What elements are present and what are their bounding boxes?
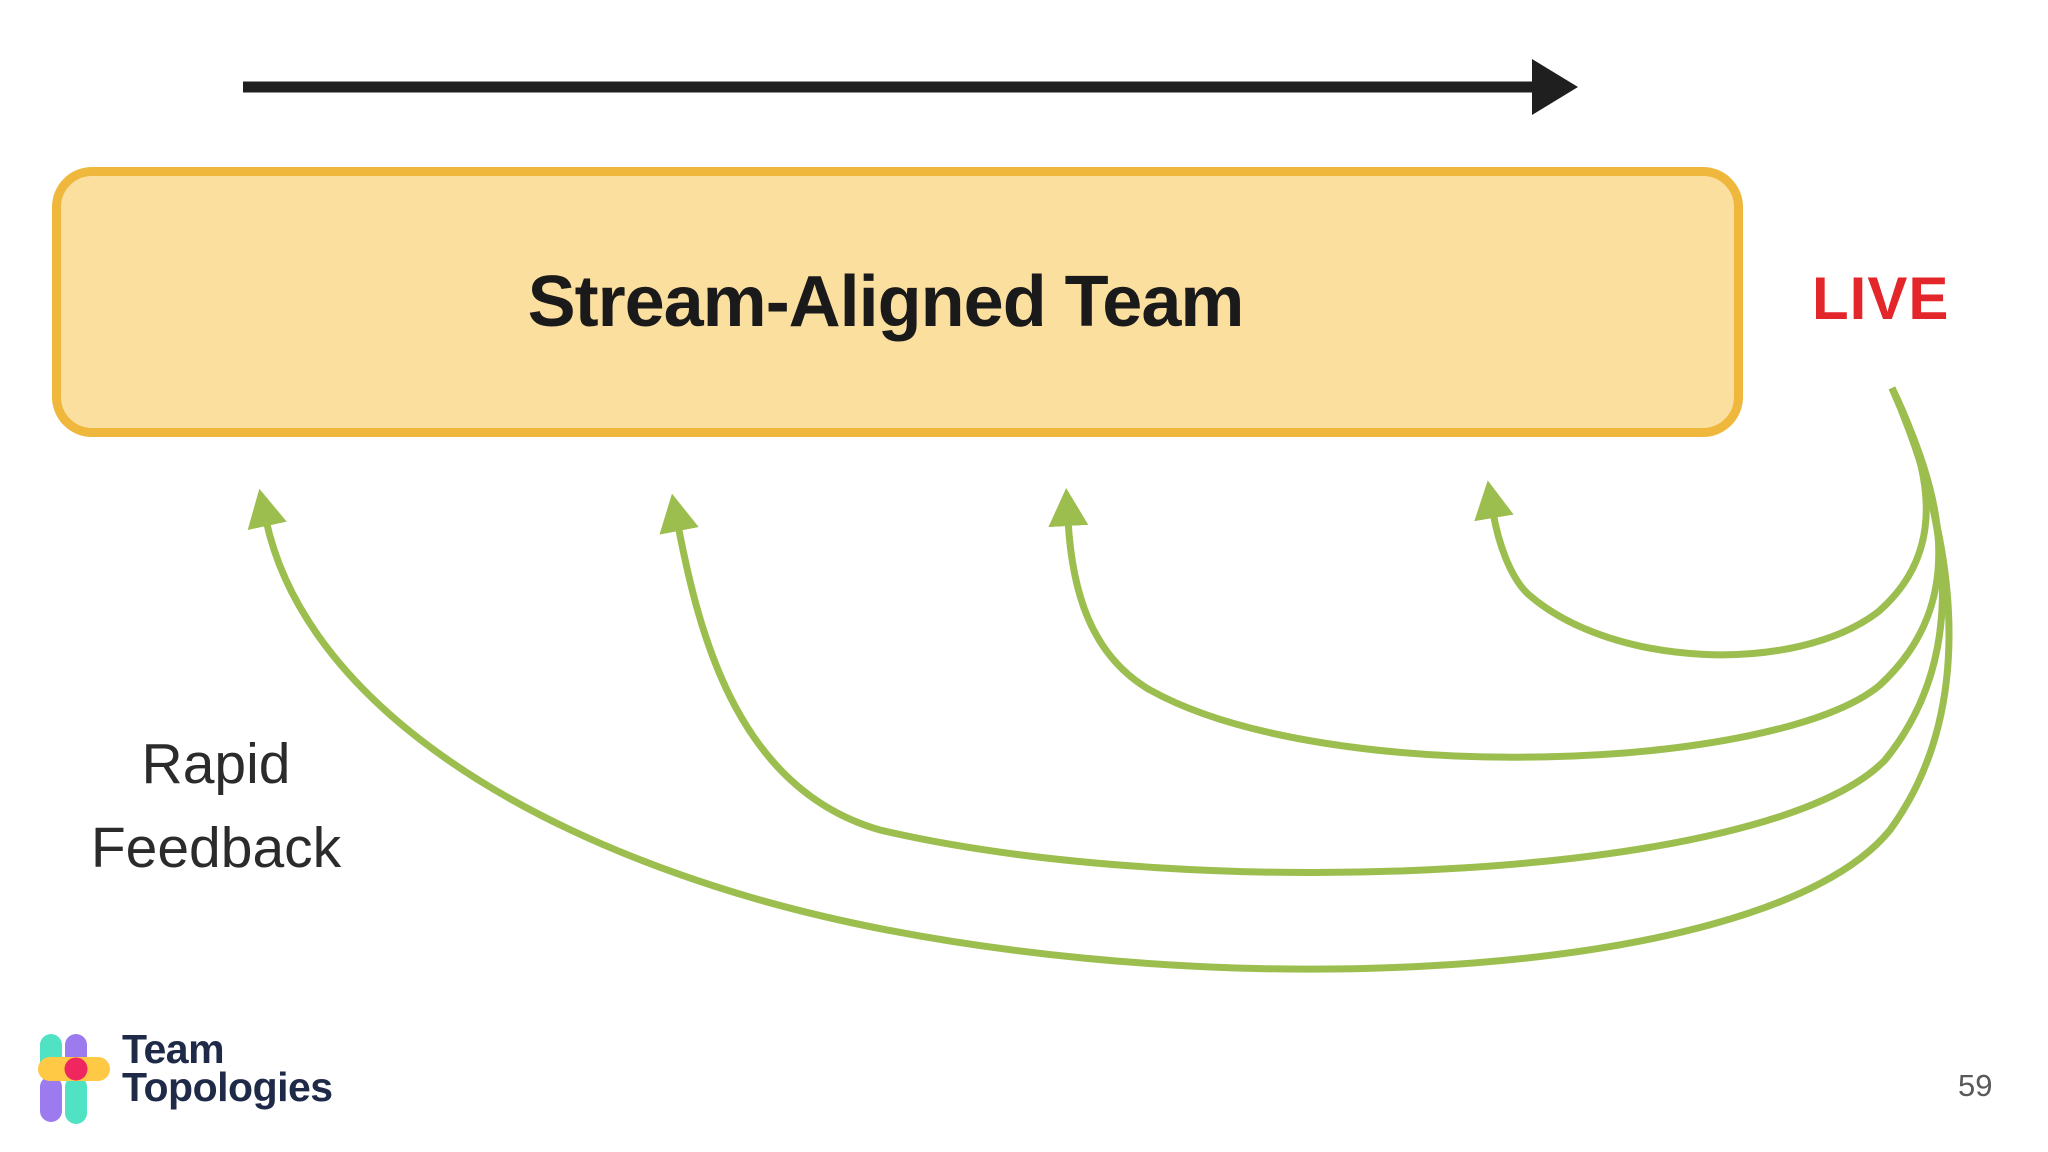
feedback-arrow-4	[1474, 386, 1930, 659]
team-topologies-logo: Team Topologies	[38, 1028, 333, 1124]
rapid-feedback-line2: Feedback	[90, 816, 342, 880]
stream-aligned-team-box: Stream-Aligned Team	[52, 167, 1743, 437]
page-number: 59	[1958, 1068, 1993, 1103]
feedback-arrow-1	[247, 386, 1953, 973]
logo-text: Team Topologies	[122, 1026, 333, 1110]
logo-line2: Topologies	[122, 1064, 333, 1110]
logo-line1: Team	[122, 1026, 225, 1072]
live-label: LIVE	[1812, 265, 1950, 332]
feedback-arrow-2	[659, 386, 1946, 876]
team-box-label: Stream-Aligned Team	[527, 262, 1245, 342]
team-topologies-logo-icon	[38, 1034, 110, 1124]
rapid-feedback-line1: Rapid	[141, 732, 291, 796]
rapid-feedback-label: Rapid Feedback	[60, 722, 372, 890]
feedback-arrow-3	[1048, 386, 1943, 761]
